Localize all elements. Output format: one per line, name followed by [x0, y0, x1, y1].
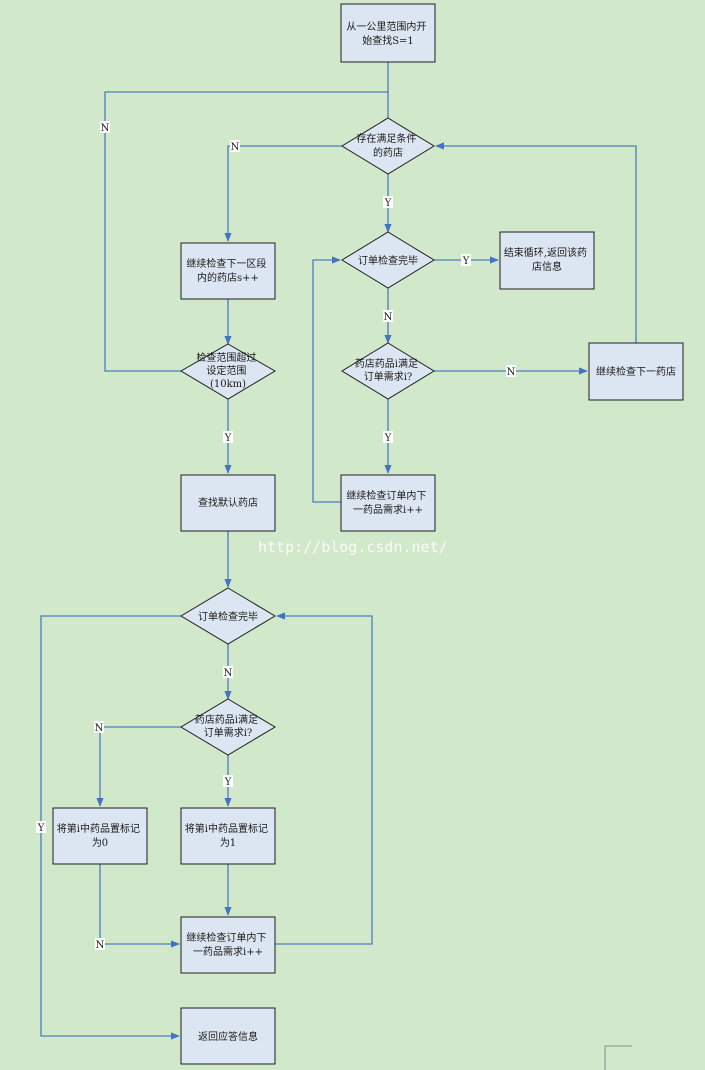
- has-store-line-2: 的药店: [373, 146, 403, 159]
- label-drug-ok-2-yes-text: Y: [224, 777, 232, 788]
- label-mark-0-no: N: [95, 938, 105, 951]
- find-default-box: [180, 474, 276, 532]
- drug-ok-2-text: 药店药品i满足 订单需求i?: [195, 713, 261, 739]
- label-drug-ok-1-yes: Y: [383, 431, 393, 444]
- edge-next-store-loop: [435, 142, 637, 343]
- end-loop-line-1: 结束循环,返回该药: [504, 246, 587, 259]
- start-line-1: 从一公里范围内开: [346, 20, 426, 33]
- label-drug-ok-1-no: N: [506, 365, 516, 378]
- next-store-box: [588, 342, 684, 401]
- label-order-done-1-no-text: N: [384, 312, 393, 323]
- range-check-text: 检查范围超过 设定范围 (10km): [196, 351, 259, 390]
- next-item-2-line-2: 一药品需求i++: [193, 946, 263, 958]
- label-drug-ok-2-yes: Y: [223, 775, 233, 788]
- range-check-line-3: (10km): [210, 379, 246, 390]
- start-box: [340, 3, 436, 63]
- label-drug-ok-1-no-text: N: [507, 367, 516, 378]
- drug-ok-2-line-2: 订单需求i?: [204, 727, 253, 739]
- mark-1-text: 将第i中药品置标记 为1: [185, 822, 271, 849]
- next-item-1-line-2: 一药品需求i++: [353, 504, 423, 516]
- label-order-done-2-no: N: [223, 666, 233, 679]
- order-done-2-diamond: [180, 587, 276, 645]
- next-item-2-text: 继续检查订单内下 一药品需求i++: [186, 931, 269, 958]
- drug-ok-2-diamond: [180, 698, 276, 756]
- return-info-text: 返回应答信息: [198, 1030, 258, 1043]
- label-range-yes-text: Y: [224, 433, 232, 444]
- range-check-line-2: 设定范围: [206, 364, 246, 377]
- label-mark-0-no-text: N: [96, 940, 105, 951]
- next-segment-box: [180, 242, 276, 300]
- label-range-no: N: [100, 121, 110, 134]
- next-store-line-1: 继续检查下一药店: [596, 365, 676, 378]
- label-drug-ok-1-yes-text: Y: [384, 433, 392, 444]
- order-done-2-text: 订单检查完毕: [198, 610, 258, 623]
- label-order-done-2-yes-text: Y: [37, 823, 45, 834]
- page-corner-mark: [604, 1045, 632, 1070]
- mark-0-line-2: 为0: [92, 837, 108, 849]
- watermark-text: http://blog.csdn.net/: [258, 538, 448, 556]
- mark-0-line-1: 将第i中药品置标记: [57, 822, 140, 835]
- return-info-box: [180, 1007, 276, 1065]
- label-range-no-text: N: [101, 123, 110, 134]
- label-has-store-no-text: N: [231, 142, 240, 153]
- return-info-line-1: 返回应答信息: [198, 1030, 258, 1043]
- next-segment-text: 继续检查下一区段 内的药店s++: [186, 257, 269, 284]
- order-done-1-line-1: 订单检查完毕: [358, 254, 418, 267]
- edge-range-no-loop: [104, 91, 388, 372]
- mark-1-box: [180, 807, 276, 865]
- next-item-1-box: [340, 474, 436, 532]
- mark-1-line-1: 将第i中药品置标记: [185, 822, 268, 835]
- find-default-text: 查找默认药店: [198, 496, 258, 509]
- end-loop-text: 结束循环,返回该药 店信息: [504, 246, 590, 273]
- order-done-1-diamond: [341, 231, 435, 289]
- label-has-store-yes: Y: [383, 196, 393, 209]
- label-order-done-2-yes: Y: [36, 821, 46, 834]
- mark-0-text: 将第i中药品置标记 为0: [57, 822, 143, 849]
- label-drug-ok-2-no-text: N: [95, 723, 104, 734]
- next-segment-line-1: 继续检查下一区段: [186, 257, 266, 270]
- next-store-text: 继续检查下一药店: [596, 365, 676, 378]
- drug-ok-1-text: 药店药品i满足 订单需求i?: [355, 357, 421, 383]
- label-range-yes: Y: [223, 431, 233, 444]
- label-drug-ok-2-no: N: [94, 721, 104, 734]
- order-done-2-line-1: 订单检查完毕: [198, 610, 258, 623]
- label-has-store-no: N: [230, 140, 240, 153]
- range-check-diamond: [180, 343, 276, 400]
- start-text: 从一公里范围内开 始查找S=1: [346, 20, 429, 47]
- edge-next-item-2-loop: [275, 612, 373, 945]
- has-store-text: 存在满足条件 的药店: [356, 132, 419, 159]
- next-item-1-line-1: 继续检查订单内下: [346, 489, 426, 502]
- mark-0-box: [52, 807, 148, 865]
- edge-mark-0-to-next-item: [99, 864, 180, 948]
- label-has-store-yes-text: Y: [384, 198, 392, 209]
- edge-next-item-1-loop: [312, 256, 341, 503]
- has-store-line-1: 存在满足条件: [356, 132, 416, 145]
- mark-1-line-2: 为1: [220, 837, 236, 849]
- next-item-2-line-1: 继续检查订单内下: [186, 931, 266, 944]
- label-order-done-1-yes: Y: [461, 254, 471, 267]
- drug-ok-1-line-2: 订单需求i?: [364, 371, 413, 383]
- has-store-diamond: [341, 117, 435, 175]
- start-line-2: 始查找S=1: [362, 34, 414, 47]
- end-loop-box: [499, 231, 595, 290]
- drug-ok-1-line-1: 药店药品i满足: [355, 357, 418, 370]
- next-segment-line-2: 内的药店s++: [197, 271, 259, 284]
- find-default-line-1: 查找默认药店: [198, 496, 258, 509]
- edge-drug-ok-2-no: [96, 726, 181, 807]
- order-done-1-text: 订单检查完毕: [358, 254, 418, 267]
- label-order-done-1-yes-text: Y: [462, 256, 470, 267]
- end-loop-line-2: 店信息: [532, 260, 562, 273]
- next-item-2-box: [180, 916, 276, 974]
- drug-ok-1-diamond: [341, 342, 435, 400]
- edge-has-store-no: [224, 145, 342, 242]
- next-item-1-text: 继续检查订单内下 一药品需求i++: [346, 489, 429, 516]
- range-check-line-1: 检查范围超过: [196, 351, 256, 364]
- drug-ok-2-line-1: 药店药品i满足: [195, 713, 258, 726]
- label-order-done-1-no: N: [383, 310, 393, 323]
- label-order-done-2-no-text: N: [224, 668, 233, 679]
